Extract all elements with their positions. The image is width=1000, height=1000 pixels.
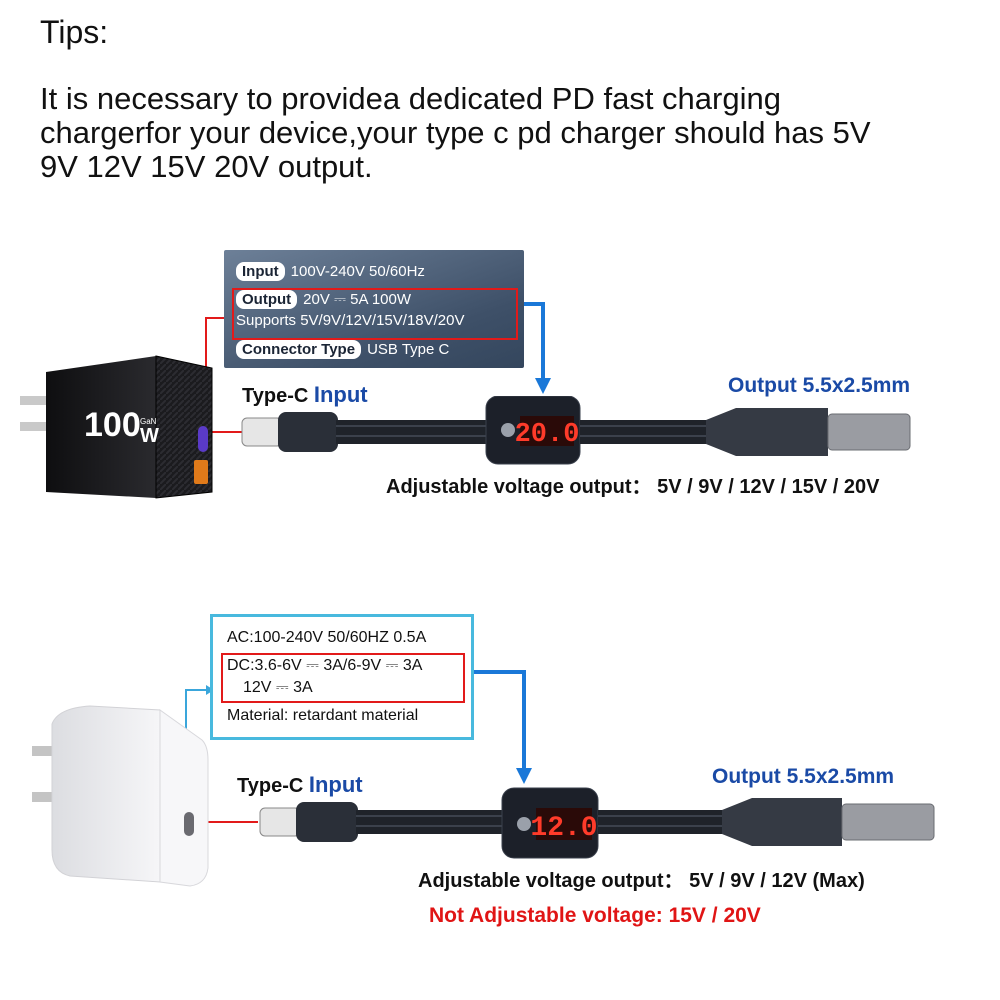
charger-side [46,356,156,498]
gan-charger-image: 100 W GaN [20,355,213,499]
charger-spec-label-1: Input 100V-240V 50/60Hz Output 20V ⎓ 5A 10… [224,250,524,368]
tips-title: Tips: [40,14,109,50]
spec2-dc2: 12V ⎓ 3A [243,679,313,696]
usb-c-housing [278,412,338,452]
tips-line-1: It is necessary to providea dedicated PD… [40,81,781,116]
typec-input-label-2: Type-C Input [237,772,363,797]
tips-body: It is necessary to providea dedicated PD… [40,82,970,184]
spec-output-row: Output 20V ⎓ 5A 100W [236,290,411,309]
adjustable-voltage-2: Adjustable voltage output： 5V / 9V / 12V… [418,870,865,892]
spec-connector-row: Connector Type USB Type C [236,340,449,359]
charger-badge-unit: W [140,425,159,447]
cable-braid-left [336,420,486,444]
adjustable-voltage-1: Adjustable voltage output： 5V / 9V / 12V… [386,476,880,498]
led-display-panel [520,416,574,446]
output-size-label-2: Output 5.5x2.5mm [712,765,895,788]
dc-plug-housing [722,798,842,846]
spec2-ac: AC:100-240V 50/60HZ 0.5A [227,629,427,646]
dc-plug-housing [706,408,828,456]
output-size-label-1: Output 5.5x2.5mm [728,374,911,397]
charger-face [159,709,209,887]
cable-braid-right [580,420,710,444]
typec-input-label-1: Type-C Input [242,382,368,407]
usb-c-plug-icon [241,417,283,447]
spec-connector-pill: Connector Type [236,340,362,359]
tips-line-3: 9V 12V 15V 20V output. [40,149,373,184]
spec2-material: Material: retardant material [227,707,419,724]
pd-cable-1-image: 20.0 [241,396,911,465]
pd-cable-2-image: 12.0 [259,787,935,859]
spec-output-value: 20V ⎓ 5A 100W [303,291,412,308]
spec-input-pill: Input [236,262,285,281]
usb-c-port-icon [184,812,194,836]
dc-barrel-plug-icon [827,413,911,451]
charger-spec-label-2: AC:100-240V 50/60HZ 0.5A DC:3.6-6V ⎓ 3A/… [210,614,474,740]
adjust-button-icon [517,817,531,831]
charger-badge: 100 [84,406,141,444]
plug-prong-top-icon [32,746,60,756]
adjust-button-icon [501,423,515,437]
usb-a-port-icon [194,460,208,484]
spec-output-highlight [232,288,518,340]
spec2-dc-highlight [221,653,465,703]
blue-arrow-1-head [535,378,551,394]
spec-input-value: 100V-240V 50/60Hz [290,263,425,280]
spec-supports: Supports 5V/9V/12V/15V/18V/20V [236,312,465,329]
spec-connector-value: USB Type C [367,341,450,358]
led-display-reading: 12.0 [530,813,597,844]
led-display-panel [536,808,592,840]
usb-c-housing [296,802,358,842]
charger-badge-gan: GaN [140,417,157,426]
led-display-reading: 20.0 [515,420,580,450]
plug-prong-bottom-icon [32,792,60,802]
spec-output-pill: Output [236,290,298,309]
usb-c-port-icon [198,426,208,452]
usb-c-plug-icon [259,807,301,837]
charger-side [51,705,161,883]
tips-line-2: chargerfor your device,your type c pd ch… [40,115,871,150]
not-adjustable-warning: Not Adjustable voltage: 15V / 20V [429,904,761,927]
spec-input-row: Input 100V-240V 50/60Hz [236,262,425,281]
cable-braid-left [356,810,504,834]
dc-barrel-plug-icon [841,803,935,841]
plug-prong-bottom-icon [20,422,50,431]
spec2-dc1: DC:3.6-6V ⎓ 3A/6-9V ⎓ 3A [227,657,423,674]
blue-arrow-2-head [516,768,532,784]
white-charger-image [32,705,209,887]
cable-braid-right [598,810,726,834]
plug-prong-top-icon [20,396,50,405]
